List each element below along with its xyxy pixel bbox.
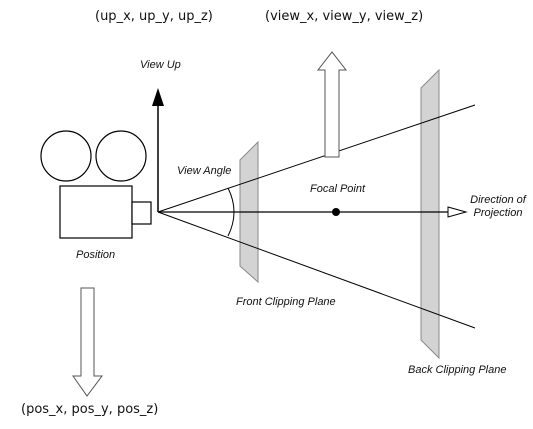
focal-point-label: Focal Point: [310, 183, 366, 195]
back-clipping-plane: [420, 68, 440, 360]
frustum-lower-line: [157, 211, 476, 329]
direction-label-line2: Projection: [473, 207, 523, 219]
position-vector-label: (pos_x, pos_y, pos_z): [21, 402, 159, 417]
view-up-label: View Up: [140, 59, 181, 71]
view-vector-label: (view_x, view_y, view_z): [265, 9, 424, 24]
view-angle-label: View Angle: [177, 165, 232, 177]
frustum-upper-line: [157, 104, 476, 213]
up-vector-label: (up_x, up_y, up_z): [95, 9, 213, 24]
projection-arrowhead: [447, 206, 468, 218]
view-up-arrowhead: [152, 88, 164, 106]
direction-label-line1: Direction of: [470, 194, 526, 206]
back-clipping-plane-label: Back Clipping Plane: [408, 364, 507, 376]
front-clipping-plane-label: Front Clipping Plane: [236, 296, 336, 308]
focal-point-dot: [332, 208, 340, 216]
view-vector-arrow: [316, 51, 348, 158]
camera-icon: [40, 130, 152, 239]
position-label: Position: [76, 249, 116, 261]
position-vector-arrow: [72, 287, 103, 397]
